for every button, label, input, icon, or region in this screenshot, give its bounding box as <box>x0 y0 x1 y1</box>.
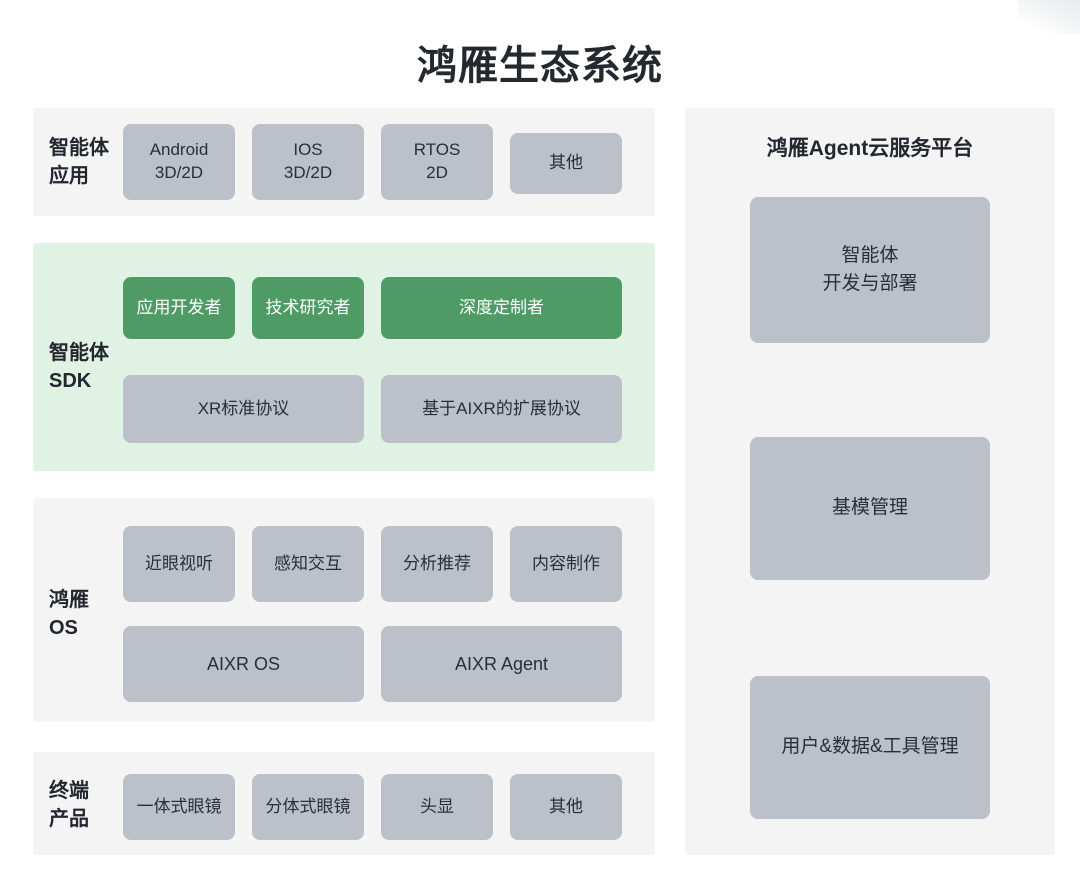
cloud-card-base-model-management[interactable]: 基模管理 <box>750 437 990 580</box>
card-head-display[interactable]: 头显 <box>381 774 493 840</box>
card-split-glasses[interactable]: 分体式眼镜 <box>252 774 364 840</box>
card-xr-standard-protocol[interactable]: XR标准协议 <box>123 375 364 443</box>
card-aixr-extension-protocol[interactable]: 基于AIXR的扩展协议 <box>381 375 622 443</box>
card-deep-customizer[interactable]: 深度定制者 <box>381 277 622 339</box>
card-android[interactable]: Android 3D/2D <box>123 124 235 200</box>
section-label-terminal-products: 终端 产品 <box>49 780 89 830</box>
card-app-developer[interactable]: 应用开发者 <box>123 277 235 339</box>
card-tech-researcher[interactable]: 技术研究者 <box>252 277 364 339</box>
card-content-production[interactable]: 内容制作 <box>510 526 622 602</box>
section-label-agent-sdk: 智能体 SDK <box>49 342 109 392</box>
card-aixr-os[interactable]: AIXR OS <box>123 626 364 702</box>
corner-gradient-artifact <box>1018 0 1080 34</box>
card-ios[interactable]: IOS 3D/2D <box>252 124 364 200</box>
card-aixr-agent[interactable]: AIXR Agent <box>381 626 622 702</box>
section-label-hongyan-os: 鸿雁 OS <box>49 589 89 639</box>
section-label-agent-apps: 智能体 应用 <box>49 137 109 187</box>
card-rtos[interactable]: RTOS 2D <box>381 124 493 200</box>
page-title: 鸿雁生态系统 <box>417 43 663 88</box>
card-near-eye-av[interactable]: 近眼视听 <box>123 526 235 602</box>
cloud-card-user-data-tool-management[interactable]: 用户&数据&工具管理 <box>750 676 990 819</box>
card-analysis-recommendation[interactable]: 分析推荐 <box>381 526 493 602</box>
card-other-terminal[interactable]: 其他 <box>510 774 622 840</box>
card-perception-interaction[interactable]: 感知交互 <box>252 526 364 602</box>
cloud-panel-title: 鸿雁Agent云服务平台 <box>766 137 974 160</box>
cloud-card-agent-dev-deploy[interactable]: 智能体 开发与部署 <box>750 197 990 343</box>
card-integrated-glasses[interactable]: 一体式眼镜 <box>123 774 235 840</box>
card-other-app[interactable]: 其他 <box>510 133 622 194</box>
